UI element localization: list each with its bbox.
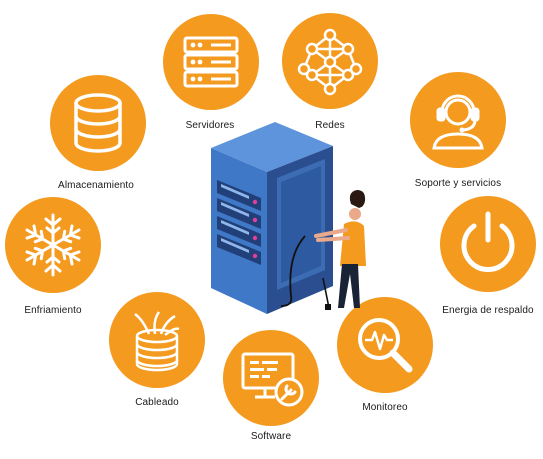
snowflake-icon [25,213,81,277]
cabling-node [109,292,205,388]
monitoring-label: Monitoreo [362,402,408,413]
support-node [410,72,506,168]
headset-agent-icon [432,94,484,150]
magnifier-pulse-icon [358,318,413,373]
cooling-label: Enfriamiento [24,305,82,316]
server-unit [217,180,261,211]
monitoring-node [337,297,433,393]
backup-power-node [440,196,536,292]
servers-label: Servidores [185,120,235,131]
server-stack-icon [183,36,239,88]
power-icon [461,211,515,272]
server-rack-illustration [211,122,366,314]
technician [314,190,366,310]
cooling-node [5,197,101,293]
cable [280,235,306,307]
cabling-label: Cableado [135,397,179,408]
storage-node [50,75,146,171]
networks-node [282,13,378,109]
software-node [223,330,319,426]
software-label: Software [250,431,292,442]
rack-top [211,122,333,172]
server-unit [217,216,261,247]
cable-spool-icon [134,311,180,372]
server-unit [217,234,261,265]
backup-power-label: Energia de respaldo [442,305,534,316]
server-unit [217,198,261,229]
networks-label: Redes [315,120,345,131]
monitor-tools-icon [241,352,304,407]
network-nodes-icon [297,28,363,96]
database-icon [74,93,122,153]
servers-node [163,14,259,110]
storage-label: Almacenamiento [58,180,134,191]
support-label: Soporte y servicios [414,178,502,189]
